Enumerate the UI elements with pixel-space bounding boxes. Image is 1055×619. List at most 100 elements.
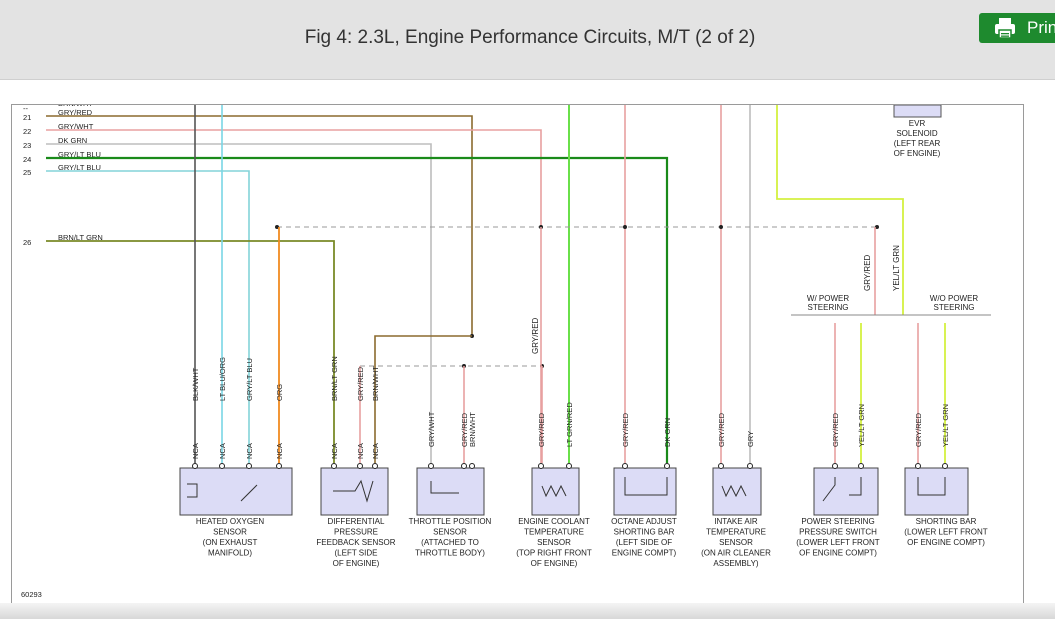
heated-oxygen-sensor-caption: (ON EXHAUST xyxy=(203,538,258,547)
wire-row-number: 21 xyxy=(23,113,31,122)
power-steering-pressure-switch-caption: (LOWER LEFT FRONT xyxy=(796,538,880,547)
pin-wire-label: DK GRN xyxy=(663,418,672,447)
shorting-bar-caption: SHORTING BAR xyxy=(916,517,977,526)
splice-dot xyxy=(875,225,879,229)
connector-pin xyxy=(469,463,475,469)
wire-row-number: 22 xyxy=(23,127,31,136)
pin-wire-label: GRY/RED xyxy=(460,412,469,447)
pin-wire-label: BRN/WHT xyxy=(468,412,477,447)
wire-row-number: 25 xyxy=(23,168,31,177)
connector-pin xyxy=(461,463,467,469)
connector-pin xyxy=(538,463,544,469)
bottom-scroll-bar[interactable] xyxy=(0,603,1055,619)
engine-coolant-temperature-sensor-caption: OF ENGINE) xyxy=(531,559,578,568)
octane-adjust-shorting-bar-caption: OCTANE ADJUST xyxy=(611,517,677,526)
gry-wht-wire xyxy=(46,143,432,463)
heated-oxygen-sensor-body xyxy=(179,467,293,516)
intake-air-temperature-sensor-caption: ASSEMBLY) xyxy=(713,559,759,568)
pin-wire-label: YEL/LT GRN xyxy=(941,404,950,447)
pin-wire-label: GRY/LT BLU xyxy=(245,358,254,401)
heated-oxygen-sensor-caption: HEATED OXYGEN xyxy=(196,517,265,526)
pin-wire-label: BRN/LT GRN xyxy=(330,356,339,401)
print-button[interactable]: Prin xyxy=(979,13,1055,43)
dpfe-sensor-caption: OF ENGINE) xyxy=(333,559,380,568)
variable-resistor-symbol xyxy=(240,484,258,502)
connector-pin xyxy=(372,463,378,469)
throttle-position-sensor-caption: THROTTLE BODY) xyxy=(415,549,485,558)
connector-pin xyxy=(192,463,198,469)
connector-pin xyxy=(566,463,572,469)
wire-row-number: -- xyxy=(23,105,28,113)
pin-wire-label: GRY/RED xyxy=(831,412,840,447)
wire-row-label: GRY/LT BLU xyxy=(58,163,101,172)
power-steering-pressure-switch-caption: OF ENGINE COMPT) xyxy=(799,549,877,558)
shorting-bar-body xyxy=(904,467,969,516)
heated-oxygen-sensor-caption: SENSOR xyxy=(213,528,247,537)
shorting-bar-caption: OF ENGINE COMPT) xyxy=(907,538,985,547)
shorting-bar-symbol xyxy=(917,477,946,496)
figure-id: 60293 xyxy=(21,590,42,599)
brn-wht-wire xyxy=(46,115,473,336)
pin-wire-label: ORG xyxy=(275,384,284,401)
nca-label: NCA xyxy=(330,443,339,459)
throttle-position-sensor-caption: THROTTLE POSITION xyxy=(409,517,492,526)
engine-coolant-temperature-sensor-caption: ENGINE COOLANT xyxy=(518,517,590,526)
header-bar: Fig 4: 2.3L, Engine Performance Circuits… xyxy=(0,0,1055,80)
engine-coolant-temperature-sensor-body xyxy=(531,467,580,516)
connector-pin xyxy=(942,463,948,469)
wo-power-label: STEERING xyxy=(934,303,975,312)
connector-pin xyxy=(858,463,864,469)
dk-grn-wire xyxy=(46,156,669,463)
brn-lt-grn-wire xyxy=(46,240,335,463)
pin-wire-label: GRY/RED xyxy=(717,412,726,447)
connector-pin xyxy=(276,463,282,469)
dpfe-sensor-caption: PRESSURE xyxy=(334,528,378,537)
wire-row-label: BRN/WHT xyxy=(58,105,93,108)
wire-row-label: DK GRN xyxy=(58,136,87,145)
nca-label: NCA xyxy=(191,443,200,459)
evr-solenoid-body xyxy=(893,105,942,118)
evr-label: OF ENGINE) xyxy=(894,149,941,158)
wire-row-number: 23 xyxy=(23,141,31,150)
evr-label: EVR xyxy=(909,119,926,128)
connector-pin xyxy=(357,463,363,469)
gry-red-wire xyxy=(46,129,542,227)
pin-wire-label: LT BLU/ORG xyxy=(218,357,227,401)
wire-row-label: GRY/LT BLU xyxy=(58,150,101,159)
connector-pin xyxy=(428,463,434,469)
pin-wire-label: GRY/WHT xyxy=(427,411,436,447)
nca-label: NCA xyxy=(245,443,254,459)
thermistor-symbol xyxy=(721,484,747,498)
throttle-position-sensor-caption: (ATTACHED TO xyxy=(421,538,479,547)
wire-label: GRY/RED xyxy=(531,317,540,354)
intake-air-temperature-sensor-caption: TEMPERATURE xyxy=(706,528,766,537)
wo-power-label: W/O POWER xyxy=(930,294,979,303)
connector-pin xyxy=(246,463,252,469)
dpfe-sensor-caption: FEEDBACK SENSOR xyxy=(316,538,395,547)
connector-pin xyxy=(747,463,753,469)
w-power-label: W/ POWER xyxy=(807,294,849,303)
connector-pin xyxy=(331,463,337,469)
gry-lt-blu-wire xyxy=(46,170,250,463)
connector-pin xyxy=(915,463,921,469)
power-steering-pressure-switch-caption: POWER STEERING xyxy=(801,517,874,526)
pin-wire-label: GRY/RED xyxy=(914,412,923,447)
connector-pin xyxy=(622,463,628,469)
connector-pin xyxy=(832,463,838,469)
intake-air-temperature-sensor-caption: INTAKE AIR xyxy=(714,517,758,526)
pin-wire-label: BLK/WHT xyxy=(191,367,200,401)
power-steering-pressure-switch-caption: PRESSURE SWITCH xyxy=(799,528,877,537)
sensor-symbol xyxy=(187,483,198,498)
octane-adjust-shorting-bar-caption: (LEFT SIDE OF xyxy=(616,538,672,547)
throttle-position-sensor-caption: SENSOR xyxy=(433,528,467,537)
wire-row-label: BRN/LT GRN xyxy=(58,233,103,242)
pin-wire-label: YEL/LT GRN xyxy=(857,404,866,447)
octane-adjust-shorting-bar-caption: SHORTING BAR xyxy=(614,528,675,537)
wire-row-number: 24 xyxy=(23,155,31,164)
dpfe-sensor-caption: DIFFERENTIAL xyxy=(328,517,385,526)
printer-icon xyxy=(995,18,1015,39)
connector-pin xyxy=(718,463,724,469)
throttle-position-sensor-body xyxy=(416,467,485,516)
